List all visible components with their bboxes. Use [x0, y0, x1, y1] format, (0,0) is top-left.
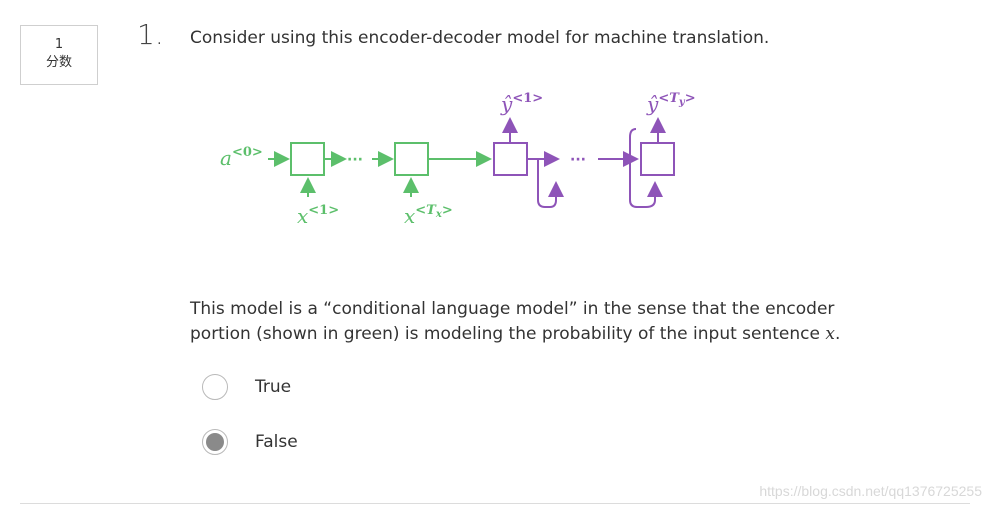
radio-true[interactable]	[202, 374, 228, 400]
divider	[20, 503, 970, 504]
option-false-label: False	[255, 432, 298, 452]
option-true-label: True	[255, 377, 292, 397]
decoder-cell-2	[640, 142, 675, 176]
encoder-dots: ···	[347, 152, 363, 168]
decoder-dots: ···	[570, 152, 586, 168]
score-box: 1 分数	[20, 25, 98, 85]
label-x1: x<1>	[297, 203, 339, 228]
encoder-cell-1	[290, 142, 325, 176]
question-number: 1.	[137, 18, 164, 51]
label-yTy: ŷ<Ty>	[646, 91, 696, 116]
option-false[interactable]: False	[202, 428, 298, 456]
question-description: This model is a “conditional language mo…	[190, 299, 841, 344]
encoder-decoder-diagram: a<0> ··· x<1> x<Tx> ŷ<1> ··· ŷ<Ty>	[220, 91, 696, 228]
encoder-cell-2	[394, 142, 429, 176]
score-unit: 分数	[45, 55, 72, 70]
watermark: https://blog.csdn.net/qq1376725255	[759, 483, 982, 499]
variable-x: x	[825, 324, 835, 344]
label-a0: a<0>	[220, 145, 263, 170]
radio-false[interactable]	[202, 429, 228, 455]
decoder-cell-1	[493, 142, 528, 176]
option-true[interactable]: True	[202, 373, 291, 401]
score-points: 1	[54, 37, 64, 52]
question-title: Consider using this encoder-decoder mode…	[190, 28, 770, 48]
label-y1: ŷ<1>	[500, 91, 543, 116]
label-xTx: x<Tx>	[404, 203, 453, 228]
